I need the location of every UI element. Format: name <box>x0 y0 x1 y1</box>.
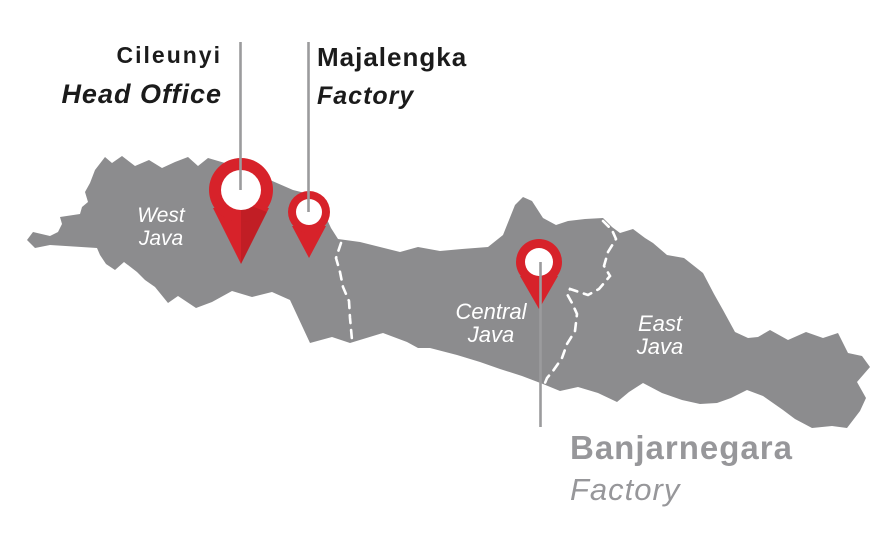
label-majalengka-factory: Majalengka Factory <box>317 44 467 109</box>
java-island-shape <box>27 156 870 428</box>
central-java-line1: Central <box>455 299 527 324</box>
west-java-line1: West <box>137 204 185 227</box>
location-pin-icon-banjarnegara <box>516 239 562 309</box>
boundary-central-east-java <box>541 219 618 390</box>
boundary-west-central-java <box>334 241 354 342</box>
cileunyi-type: Head Office <box>61 79 222 109</box>
province-label-west-java: West Java <box>111 204 211 250</box>
label-banjarnegara-factory: Banjarnegara Factory <box>570 431 793 505</box>
banjarnegara-type: Factory <box>570 472 681 507</box>
banjarnegara-name: Banjarnegara <box>570 429 793 466</box>
east-java-line2: Java <box>636 334 684 359</box>
cileunyi-name: Cileunyi <box>116 42 222 68</box>
majalengka-type: Factory <box>317 82 415 110</box>
west-java-line2: Java <box>138 227 184 250</box>
central-java-line2: Java <box>467 322 515 347</box>
majalengka-name: Majalengka <box>317 42 468 72</box>
label-cileunyi-head-office: Cileunyi Head Office <box>61 44 222 108</box>
province-label-east-java: East Java <box>610 312 710 358</box>
province-label-central-java: Central Java <box>441 300 541 346</box>
east-java-line1: East <box>637 311 683 336</box>
